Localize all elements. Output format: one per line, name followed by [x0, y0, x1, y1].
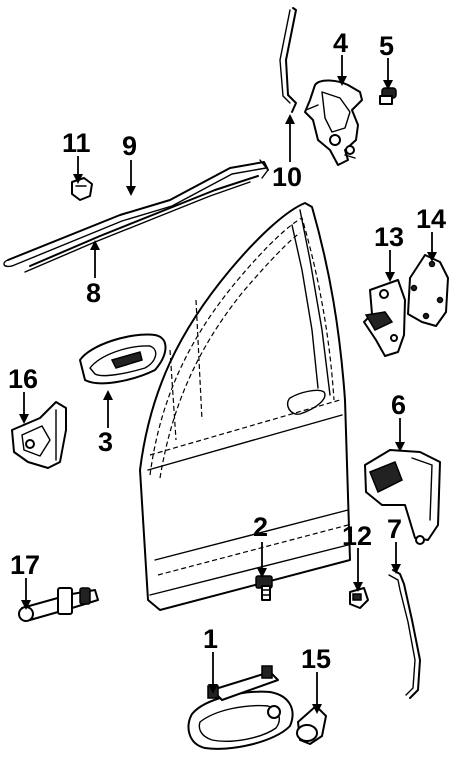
part-13-bracket — [363, 279, 406, 357]
part-12-clip — [349, 587, 369, 609]
callout-1: 1 — [203, 624, 218, 654]
callout-17: 17 — [10, 550, 40, 580]
callout-14: 14 — [416, 204, 446, 234]
part-15-cylinder — [296, 705, 327, 745]
callout-3: 3 — [98, 427, 113, 457]
callout-2: 2 — [253, 512, 268, 542]
callout-9: 9 — [122, 131, 137, 161]
part-7-rod — [388, 569, 421, 699]
callout-labels: 1 2 3 4 5 6 7 8 9 10 11 12 13 14 15 16 1… — [8, 28, 446, 674]
callout-12: 12 — [342, 521, 372, 551]
part-2-bolt — [255, 575, 273, 601]
callout-16: 16 — [8, 364, 38, 394]
part-10-rod — [279, 7, 297, 113]
leader-lines — [19, 55, 437, 714]
part-17-check — [18, 587, 99, 622]
door-shell — [139, 202, 351, 611]
part-1-outside-handle — [187, 665, 294, 750]
callout-4: 4 — [333, 28, 348, 58]
part-3-inside-handle — [79, 333, 167, 385]
part-4-lock — [304, 79, 363, 166]
callout-15: 15 — [301, 644, 331, 674]
callout-13: 13 — [374, 222, 404, 252]
part-5-screw — [379, 87, 397, 105]
callout-10: 10 — [272, 162, 302, 192]
callout-5: 5 — [379, 31, 394, 61]
callout-6: 6 — [391, 390, 406, 420]
part-11-clip — [71, 177, 93, 201]
callout-7: 7 — [387, 514, 402, 544]
callout-8: 8 — [86, 278, 101, 308]
part-6-actuator — [364, 449, 441, 545]
part-9-rods — [3, 159, 269, 273]
part-16-hinge — [11, 401, 67, 469]
part-14-pad — [407, 254, 449, 327]
callout-11: 11 — [62, 128, 91, 158]
